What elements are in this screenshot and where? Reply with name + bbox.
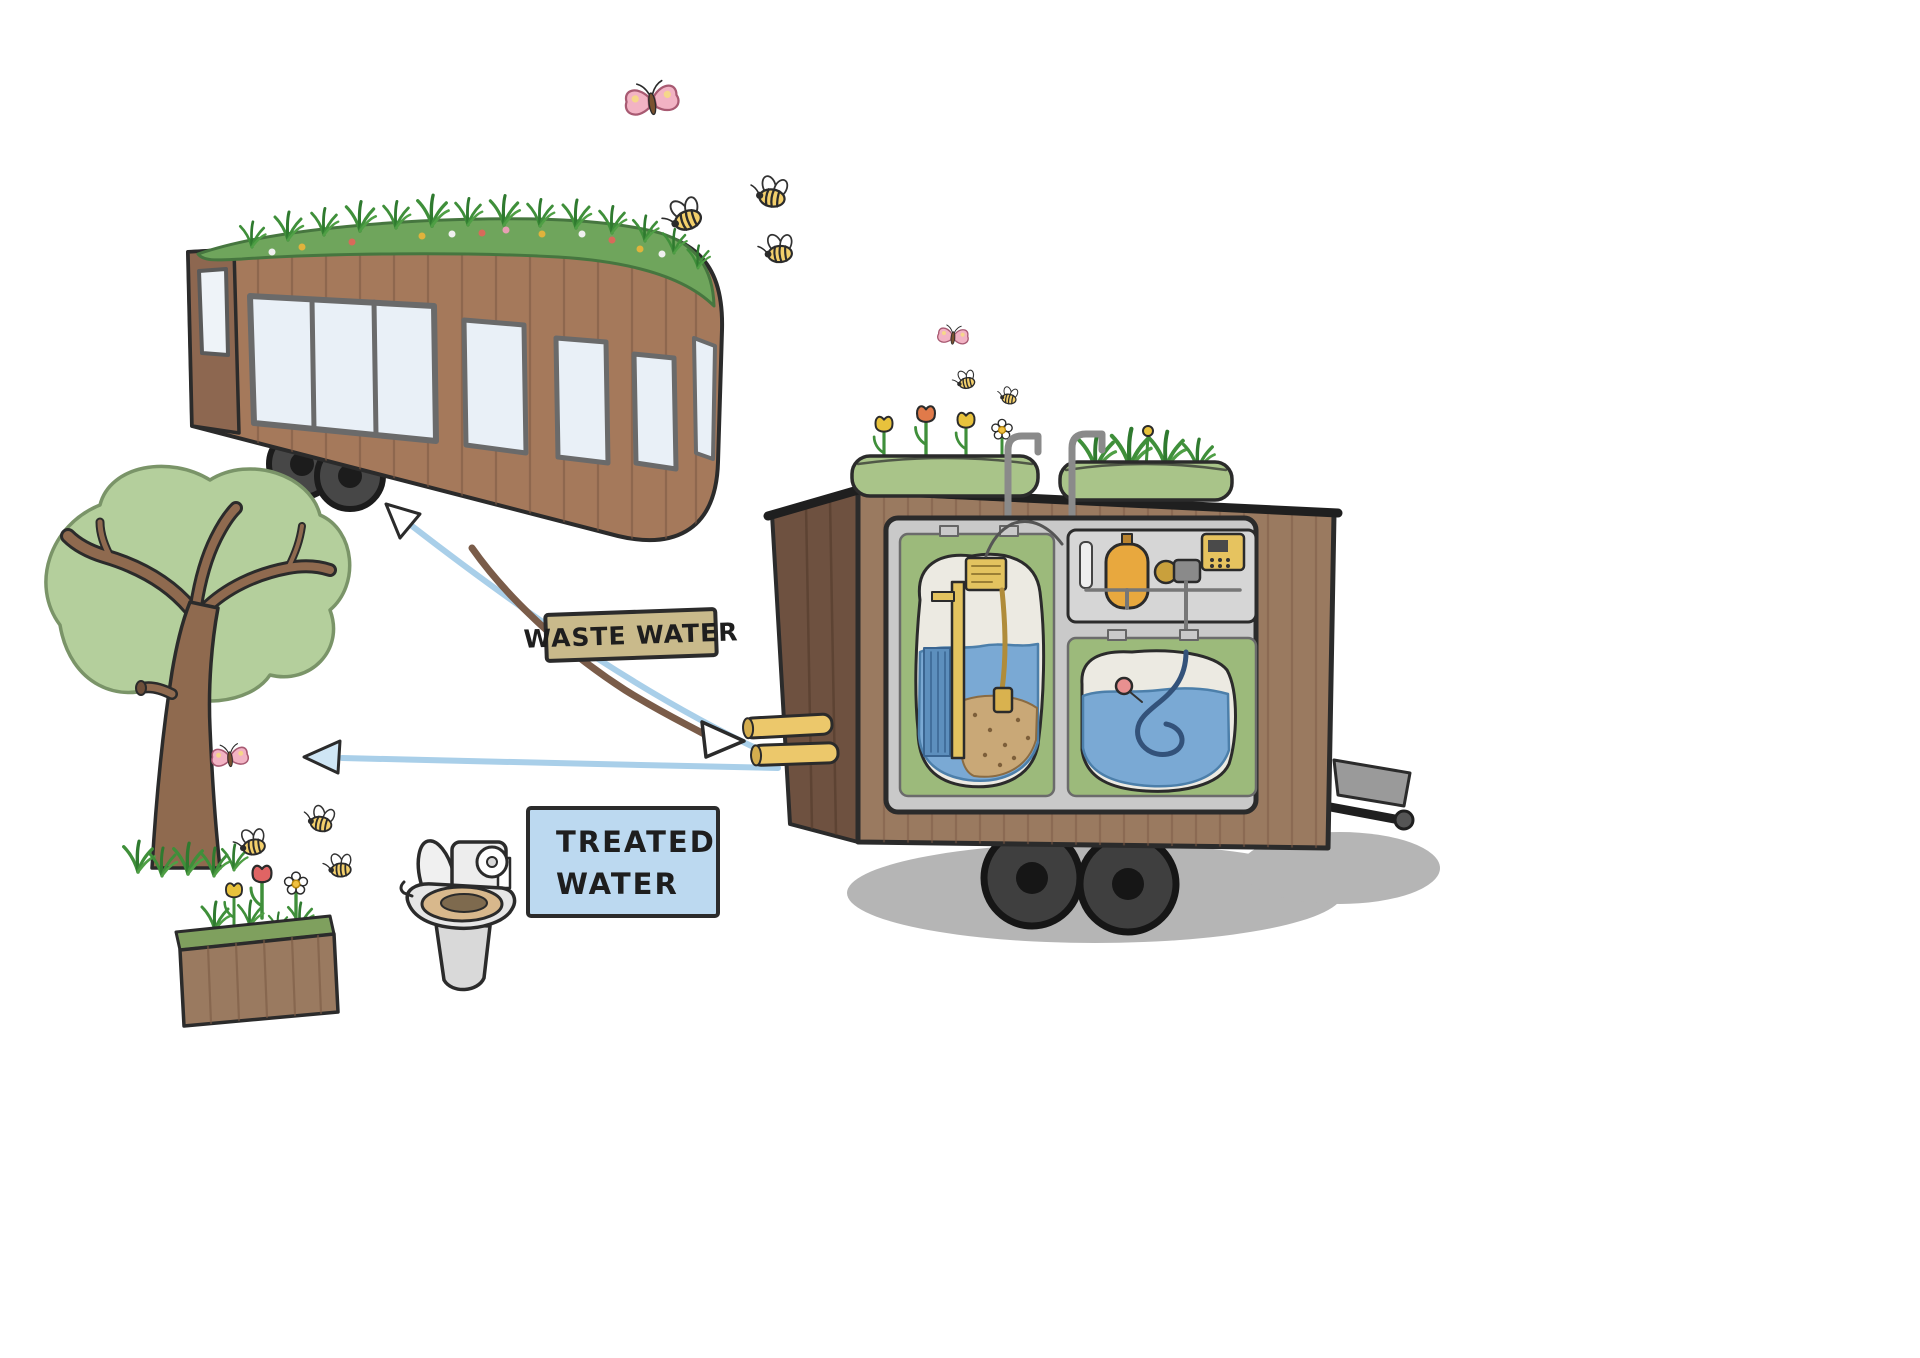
bee-icon: [230, 823, 270, 859]
bee-icon: [995, 383, 1021, 406]
house-side-windows: [247, 293, 717, 472]
trailer-faucets: [1004, 430, 1106, 524]
trailer-equipment-bay: [1066, 528, 1258, 642]
bee-icon: [949, 366, 979, 392]
trailer-hitch: [1320, 758, 1415, 831]
butterfly-icon: [209, 742, 250, 770]
white-daisy: [282, 870, 310, 924]
treated-water-volume: [1081, 687, 1231, 788]
trailer-treatment-compartment: [898, 520, 1064, 798]
trailer-planter-right: [1058, 425, 1234, 502]
treated-water-arrowhead-house: [384, 502, 422, 540]
aeration-chamber: [923, 647, 951, 757]
tree-branches: [60, 501, 337, 617]
toilet-flush-lever: [399, 880, 414, 898]
treatment-trailer: [742, 404, 1440, 943]
bee-icon: [656, 189, 708, 238]
bee-icon: [755, 229, 797, 265]
trailer-wheels: [980, 826, 1180, 936]
treated-water-label-line1: TREATED: [556, 825, 716, 859]
trailer-storage-compartment: [1066, 629, 1258, 798]
treated-water-arrow-to-tree: [339, 755, 781, 771]
wastewater-arrow: [468, 544, 708, 738]
treated-water-label-line2: WATER: [556, 867, 679, 901]
small-pump: [992, 686, 1014, 714]
flower-planter: [174, 863, 340, 1028]
bee-icon: [321, 850, 355, 879]
treated-water-label: TREATED WATER: [526, 806, 720, 918]
toilet-pedestal: [434, 922, 492, 992]
bee-icon: [300, 800, 339, 835]
trailer-inlet-pipes: [742, 712, 840, 767]
trailer-side-face: [770, 490, 860, 844]
tree-trunk: [150, 600, 222, 870]
wastewater-arrowhead: [700, 720, 746, 759]
tiny-house: [186, 193, 725, 543]
treated-water-arrowhead-tree: [302, 739, 342, 775]
toilet-bowl-hole: [440, 893, 488, 913]
lift-pipe: [950, 580, 966, 760]
float-switch: [1114, 676, 1134, 696]
red-tulip: [249, 863, 274, 920]
wastewater-label: WASTE WATER: [523, 607, 739, 663]
labels: WASTE WATER TREATED WATER: [523, 607, 739, 918]
planter-front: [178, 932, 340, 1028]
green-roof: [196, 193, 716, 308]
bee-icon: [747, 170, 792, 210]
roof-flowers: [268, 226, 666, 258]
suction-hose: [1135, 649, 1189, 757]
tree: [44, 464, 352, 878]
filter-cartridge: [1079, 541, 1093, 589]
butterfly-icon: [621, 77, 682, 120]
toilet: [399, 839, 517, 992]
butterfly-icon: [936, 323, 970, 347]
tree-knot: [135, 680, 178, 700]
house-front-window: [197, 267, 230, 357]
toilet-paper-roll: [475, 845, 512, 890]
